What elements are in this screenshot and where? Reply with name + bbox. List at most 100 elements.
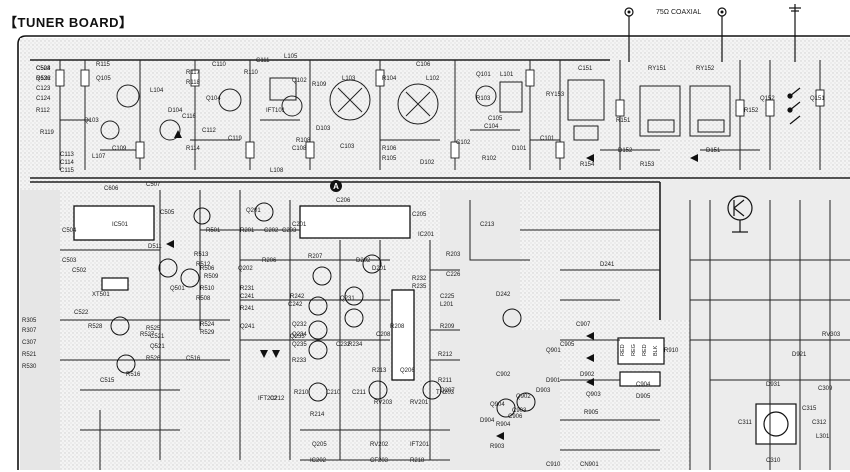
- coaxial-terminal: 75Ω COAXIAL: [624, 7, 727, 62]
- component-label: C905: [560, 342, 575, 348]
- component-label: C208: [376, 332, 391, 338]
- component-label: R154: [580, 162, 595, 168]
- component-label: R241: [240, 306, 255, 312]
- component-label: R208: [390, 324, 405, 330]
- component-label: RV202: [370, 442, 389, 448]
- component-label: Q105: [96, 76, 111, 82]
- component-label: C307: [22, 340, 37, 346]
- component-label: R207: [308, 254, 323, 260]
- component-label: R105: [382, 156, 397, 162]
- component-label: R501: [206, 228, 221, 234]
- component-label: Q231: [340, 296, 355, 302]
- component-label: RV201: [410, 400, 429, 406]
- component-label: D902: [580, 372, 595, 378]
- component-label: D904: [480, 418, 495, 424]
- component-label: R903: [490, 444, 505, 450]
- component-label: R510: [200, 286, 215, 292]
- component-label: R231: [240, 286, 255, 292]
- component-label: C315: [802, 406, 817, 412]
- component-label: D905: [636, 394, 651, 400]
- rf-section: [59, 60, 821, 170]
- component-label: C109: [112, 146, 127, 152]
- l301-coil: [755, 403, 797, 445]
- cn901-connector: [617, 337, 665, 387]
- component-label: R115: [96, 62, 111, 68]
- component-label: R218: [410, 458, 425, 464]
- component-label: Q232: [292, 322, 307, 328]
- component-label: R110: [244, 70, 259, 76]
- component-label: C310: [766, 458, 781, 464]
- ic202: [391, 289, 415, 381]
- component-label: Q102: [292, 78, 307, 84]
- component-label: C504: [62, 228, 77, 234]
- component-label: R136: [36, 76, 51, 82]
- component-label: D151: [706, 148, 721, 154]
- component-label: C106: [416, 62, 431, 68]
- component-label: R109: [312, 82, 327, 88]
- component-label: C201: [292, 222, 307, 228]
- component-label: IC201: [418, 232, 435, 238]
- component-label: R210: [294, 390, 309, 396]
- component-label: R242: [290, 294, 305, 300]
- component-label: IFT201: [410, 442, 430, 448]
- component-label: R904: [496, 422, 511, 428]
- component-label: D921: [792, 352, 807, 358]
- component-label: R201: [240, 228, 255, 234]
- component-label: C504: [36, 66, 51, 72]
- component-label: RY152: [696, 66, 715, 72]
- component-label: C212: [270, 396, 285, 402]
- component-label: L104: [150, 88, 164, 94]
- component-label: R212: [438, 352, 453, 358]
- component-label: C232: [336, 342, 351, 348]
- component-label: Q202: [238, 266, 253, 272]
- component-label: C203: [282, 228, 297, 234]
- component-label: Q521: [150, 344, 165, 350]
- svg-text:A: A: [333, 182, 339, 191]
- component-label: R513: [194, 252, 209, 258]
- component-label: L107: [92, 154, 106, 160]
- component-label: R232: [412, 276, 427, 282]
- antenna-icon: [727, 195, 753, 233]
- component-label: C225: [440, 294, 455, 300]
- component-label: C102: [456, 140, 471, 146]
- component-label: C522: [74, 310, 89, 316]
- component-label: R108: [296, 138, 311, 144]
- ic201: [299, 205, 411, 239]
- component-label: C903: [512, 408, 527, 414]
- component-label: R213: [372, 368, 387, 374]
- component-label: R214: [310, 412, 325, 418]
- component-label: D903: [536, 388, 551, 394]
- component-label: D101: [512, 146, 527, 152]
- component-label: R153: [640, 162, 655, 168]
- component-label: C226: [446, 272, 461, 278]
- component-label: R104: [382, 76, 397, 82]
- component-label: R151: [616, 118, 631, 124]
- component-label: R117: [186, 70, 201, 76]
- component-label: RV203: [374, 400, 393, 406]
- component-label: C505: [160, 210, 175, 216]
- component-label: D241: [600, 262, 615, 268]
- component-label: C242: [288, 302, 303, 308]
- component-label: R526: [146, 356, 161, 362]
- component-label: Q241: [240, 324, 255, 330]
- component-label: R905: [584, 410, 599, 416]
- component-label: R233: [292, 358, 307, 364]
- component-label: R106: [382, 146, 397, 152]
- component-label: C105: [488, 116, 503, 122]
- component-label: R525: [146, 326, 161, 332]
- component-label: C502: [72, 268, 87, 274]
- component-label: IFT101: [266, 108, 286, 114]
- component-label: IC501: [112, 222, 129, 228]
- component-label: C241: [240, 294, 255, 300]
- component-label: L102: [426, 76, 440, 82]
- component-label: R516: [126, 372, 141, 378]
- component-label: L103: [342, 76, 356, 82]
- component-label: D152: [618, 148, 633, 154]
- component-label: Q151: [810, 96, 825, 102]
- component-label: C101: [540, 136, 555, 142]
- component-label: R211: [438, 378, 453, 384]
- component-label: R508: [196, 296, 211, 302]
- component-label: C904: [636, 382, 651, 388]
- component-label: R103: [476, 96, 491, 102]
- component-label: R307: [22, 328, 37, 334]
